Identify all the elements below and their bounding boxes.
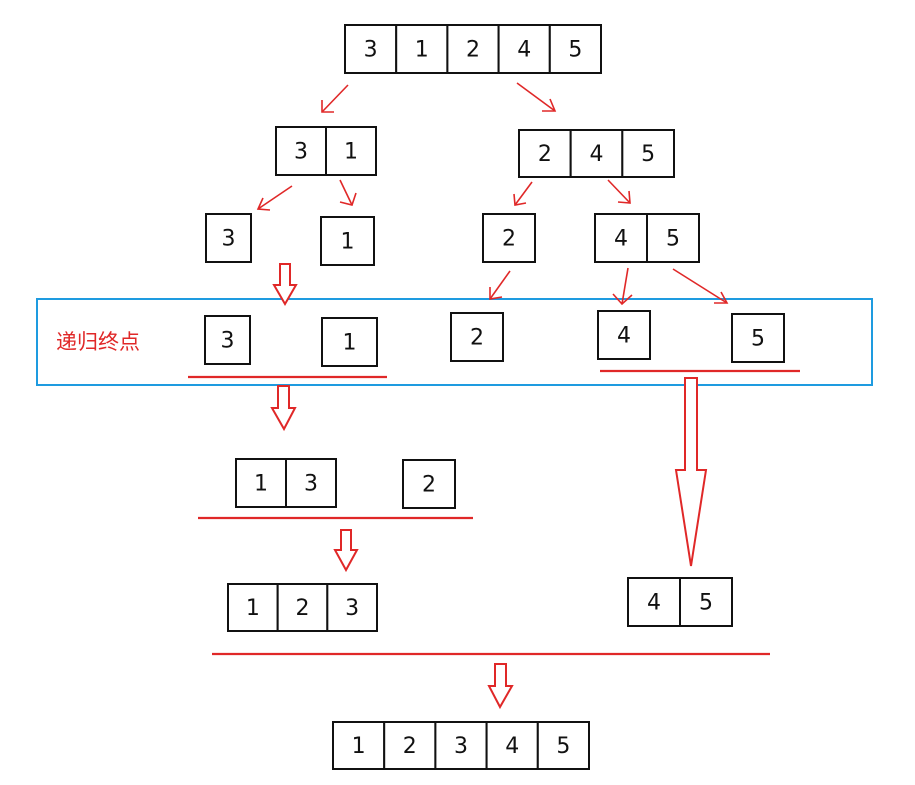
- array-final: 1 2 3 4 5: [332, 721, 590, 770]
- array-cell: [569, 129, 624, 178]
- array-cell-value: 1: [344, 140, 358, 165]
- array-cell: [594, 213, 648, 263]
- array-cell-value: 5: [641, 142, 655, 167]
- array-merge-123: 1 2 3: [227, 583, 379, 632]
- merge-arrows: [270, 263, 708, 710]
- array-cell-value: 1: [246, 596, 260, 621]
- array-merge-2: 2: [402, 459, 456, 509]
- array-cell: [548, 24, 602, 74]
- array-cell-value: 2: [502, 227, 516, 252]
- array-cell: [320, 216, 375, 266]
- array-cell-value: 1: [415, 38, 429, 63]
- merge-separator-lines: [188, 369, 800, 656]
- arrow-45-to-end5: [672, 268, 729, 304]
- arrow-31-to-1: [339, 179, 357, 206]
- array-cell-value: 5: [666, 227, 680, 252]
- array-cell-value: 3: [454, 734, 468, 759]
- array-cell-value: 5: [751, 327, 765, 352]
- array-cell-value: 3: [364, 38, 378, 63]
- array-cell: [597, 310, 651, 360]
- array-cell: [227, 583, 279, 632]
- arrow-245-to-2: [513, 181, 533, 206]
- array-cell-value: 3: [294, 140, 308, 165]
- array-cell: [434, 721, 488, 770]
- hollow-arrow-to-merge-13: [270, 385, 297, 432]
- array-cell: [450, 312, 504, 362]
- array-l1-right: 2 4 5: [518, 129, 675, 178]
- array-end-5: 5: [731, 313, 785, 363]
- array-cell-value: 2: [422, 473, 436, 498]
- array-cell: [395, 24, 449, 74]
- array-cell-value: 2: [466, 38, 480, 63]
- array-cell: [482, 213, 536, 263]
- array-end-1: 1: [321, 317, 378, 367]
- arrow-root-to-left: [321, 84, 349, 113]
- array-cell: [321, 317, 378, 367]
- array-cell-value: 5: [568, 38, 582, 63]
- array-cell: [621, 129, 675, 178]
- array-cell-value: 5: [556, 734, 570, 759]
- hollow-arrow-to-merge-45: [674, 377, 708, 567]
- array-cell-value: 5: [699, 591, 713, 616]
- array-cell: [325, 126, 377, 176]
- array-cell: [205, 213, 252, 263]
- array-l2-c: 2: [482, 213, 536, 263]
- array-cell: [536, 721, 590, 770]
- array-cell-value: 3: [345, 596, 359, 621]
- array-cell: [235, 458, 287, 508]
- array-cell-value: 3: [222, 227, 236, 252]
- array-root: 3 1 2 4 5: [344, 24, 602, 74]
- arrow-45-to-end4: [612, 267, 633, 306]
- array-cell-value: 2: [538, 142, 552, 167]
- array-cell: [344, 24, 398, 74]
- hollow-arrow-to-end-left: [272, 263, 298, 306]
- array-cell-value: 4: [517, 38, 531, 63]
- recursion-end-region: [36, 298, 873, 386]
- array-l2-b: 1: [320, 216, 375, 266]
- array-cell-value: 3: [221, 329, 235, 354]
- split-arrows: [256, 82, 729, 306]
- hollow-arrow-to-merge-123: [333, 529, 359, 573]
- array-cell-value: 1: [352, 734, 366, 759]
- array-cell-value: 1: [254, 472, 268, 497]
- array-cell-value: 4: [647, 591, 661, 616]
- array-cell-value: 1: [341, 230, 355, 255]
- array-cell: [326, 583, 379, 632]
- array-cell: [285, 458, 337, 508]
- array-cell-value: 3: [304, 472, 318, 497]
- array-cell-value: 2: [296, 596, 310, 621]
- arrow-root-to-right: [516, 82, 557, 112]
- array-cell-value: 4: [505, 734, 519, 759]
- array-cell-value: 2: [403, 734, 417, 759]
- recursion-end-label: 递归终点: [56, 330, 140, 354]
- array-cell-value: 2: [470, 326, 484, 351]
- array-cell-value: 4: [614, 227, 628, 252]
- array-cell: [402, 459, 456, 509]
- array-cell-value: 4: [590, 142, 604, 167]
- array-end-4: 4: [597, 310, 651, 360]
- array-cell: [646, 213, 700, 263]
- arrow-31-to-3: [256, 185, 293, 211]
- array-end-2: 2: [450, 312, 504, 362]
- array-cell-value: 1: [343, 331, 357, 356]
- arrow-2-to-end2: [489, 270, 511, 300]
- array-cell: [204, 315, 251, 365]
- array-cell: [276, 583, 329, 632]
- array-cell: [731, 313, 785, 363]
- array-cell: [679, 577, 733, 627]
- array-cell: [446, 24, 500, 74]
- array-cell-value: 4: [617, 324, 631, 349]
- arrow-245-to-45: [607, 179, 631, 204]
- hollow-arrow-to-final: [487, 663, 514, 710]
- array-l2-a: 3: [205, 213, 252, 263]
- array-end-3: 3: [204, 315, 251, 365]
- array-cell: [383, 721, 437, 770]
